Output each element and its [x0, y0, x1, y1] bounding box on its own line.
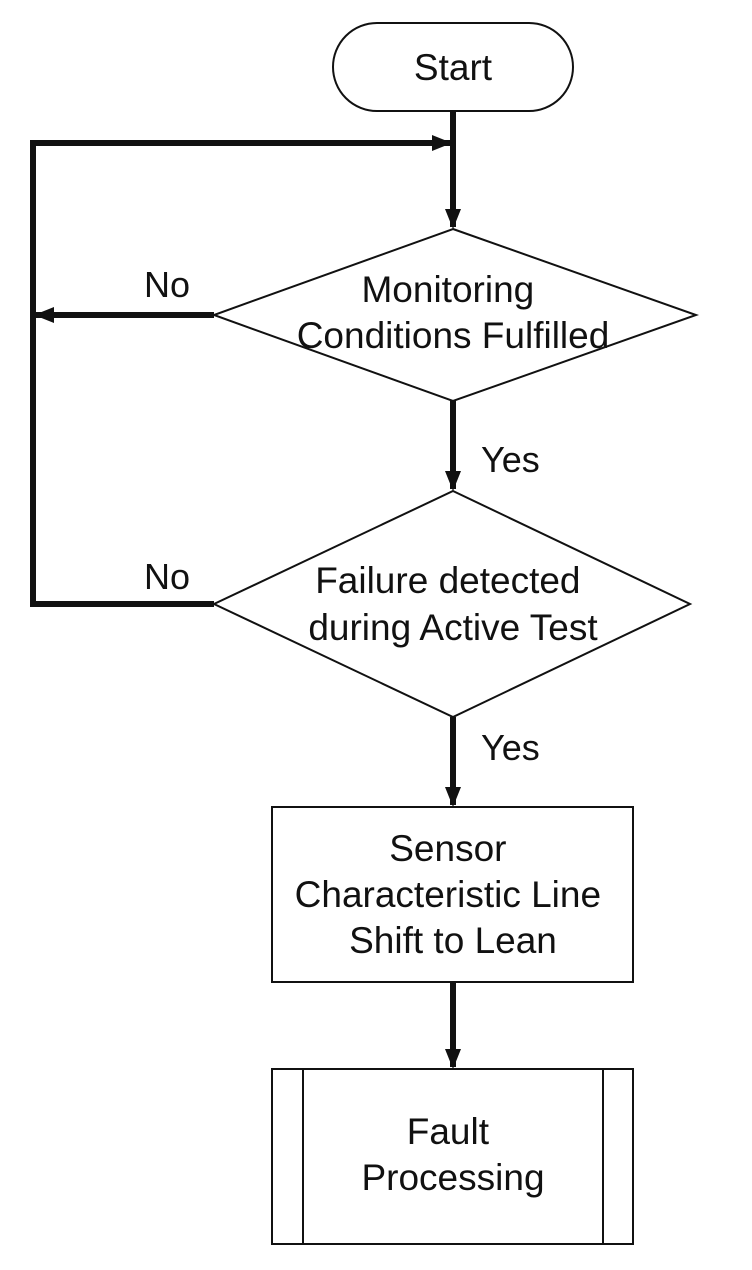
- failure-no-label: No: [144, 556, 190, 597]
- failure-decision: Failure detected during Active Test: [211, 489, 693, 719]
- failure-label-line-2: during Active Test: [308, 607, 598, 648]
- sensor-label-line-3: Shift to Lean: [349, 920, 557, 961]
- failure-yes-label: Yes: [481, 727, 540, 768]
- start-label: Start: [414, 47, 493, 88]
- start-node: Start: [332, 22, 574, 112]
- monitoring-label: Monitoring Conditions Fulfilled: [297, 269, 610, 356]
- sensor-label: Sensor Characteristic Line Shift to Lean: [295, 828, 612, 961]
- sensor-label-line-2: Characteristic Line: [295, 874, 601, 915]
- monitoring-label-line-2: Conditions Fulfilled: [297, 315, 610, 356]
- sensor-label-line-1: Sensor: [389, 828, 506, 869]
- fault-label-line-1: Fault: [407, 1111, 490, 1152]
- failure-label: Failure detected during Active Test: [308, 560, 598, 648]
- monitoring-no-label: No: [144, 264, 190, 305]
- monitoring-yes-label: Yes: [481, 439, 540, 480]
- loop-back-line: [30, 135, 452, 607]
- sensor-process: Sensor Characteristic Line Shift to Lean: [271, 806, 634, 983]
- failure-label-line-1: Failure detected: [315, 560, 580, 601]
- fault-label-line-2: Processing: [361, 1157, 544, 1198]
- monitoring-decision: Monitoring Conditions Fulfilled: [211, 227, 699, 403]
- fault-processing: Fault Processing: [271, 1068, 634, 1245]
- fault-label: Fault Processing: [361, 1111, 544, 1198]
- monitoring-label-line-1: Monitoring: [361, 269, 534, 310]
